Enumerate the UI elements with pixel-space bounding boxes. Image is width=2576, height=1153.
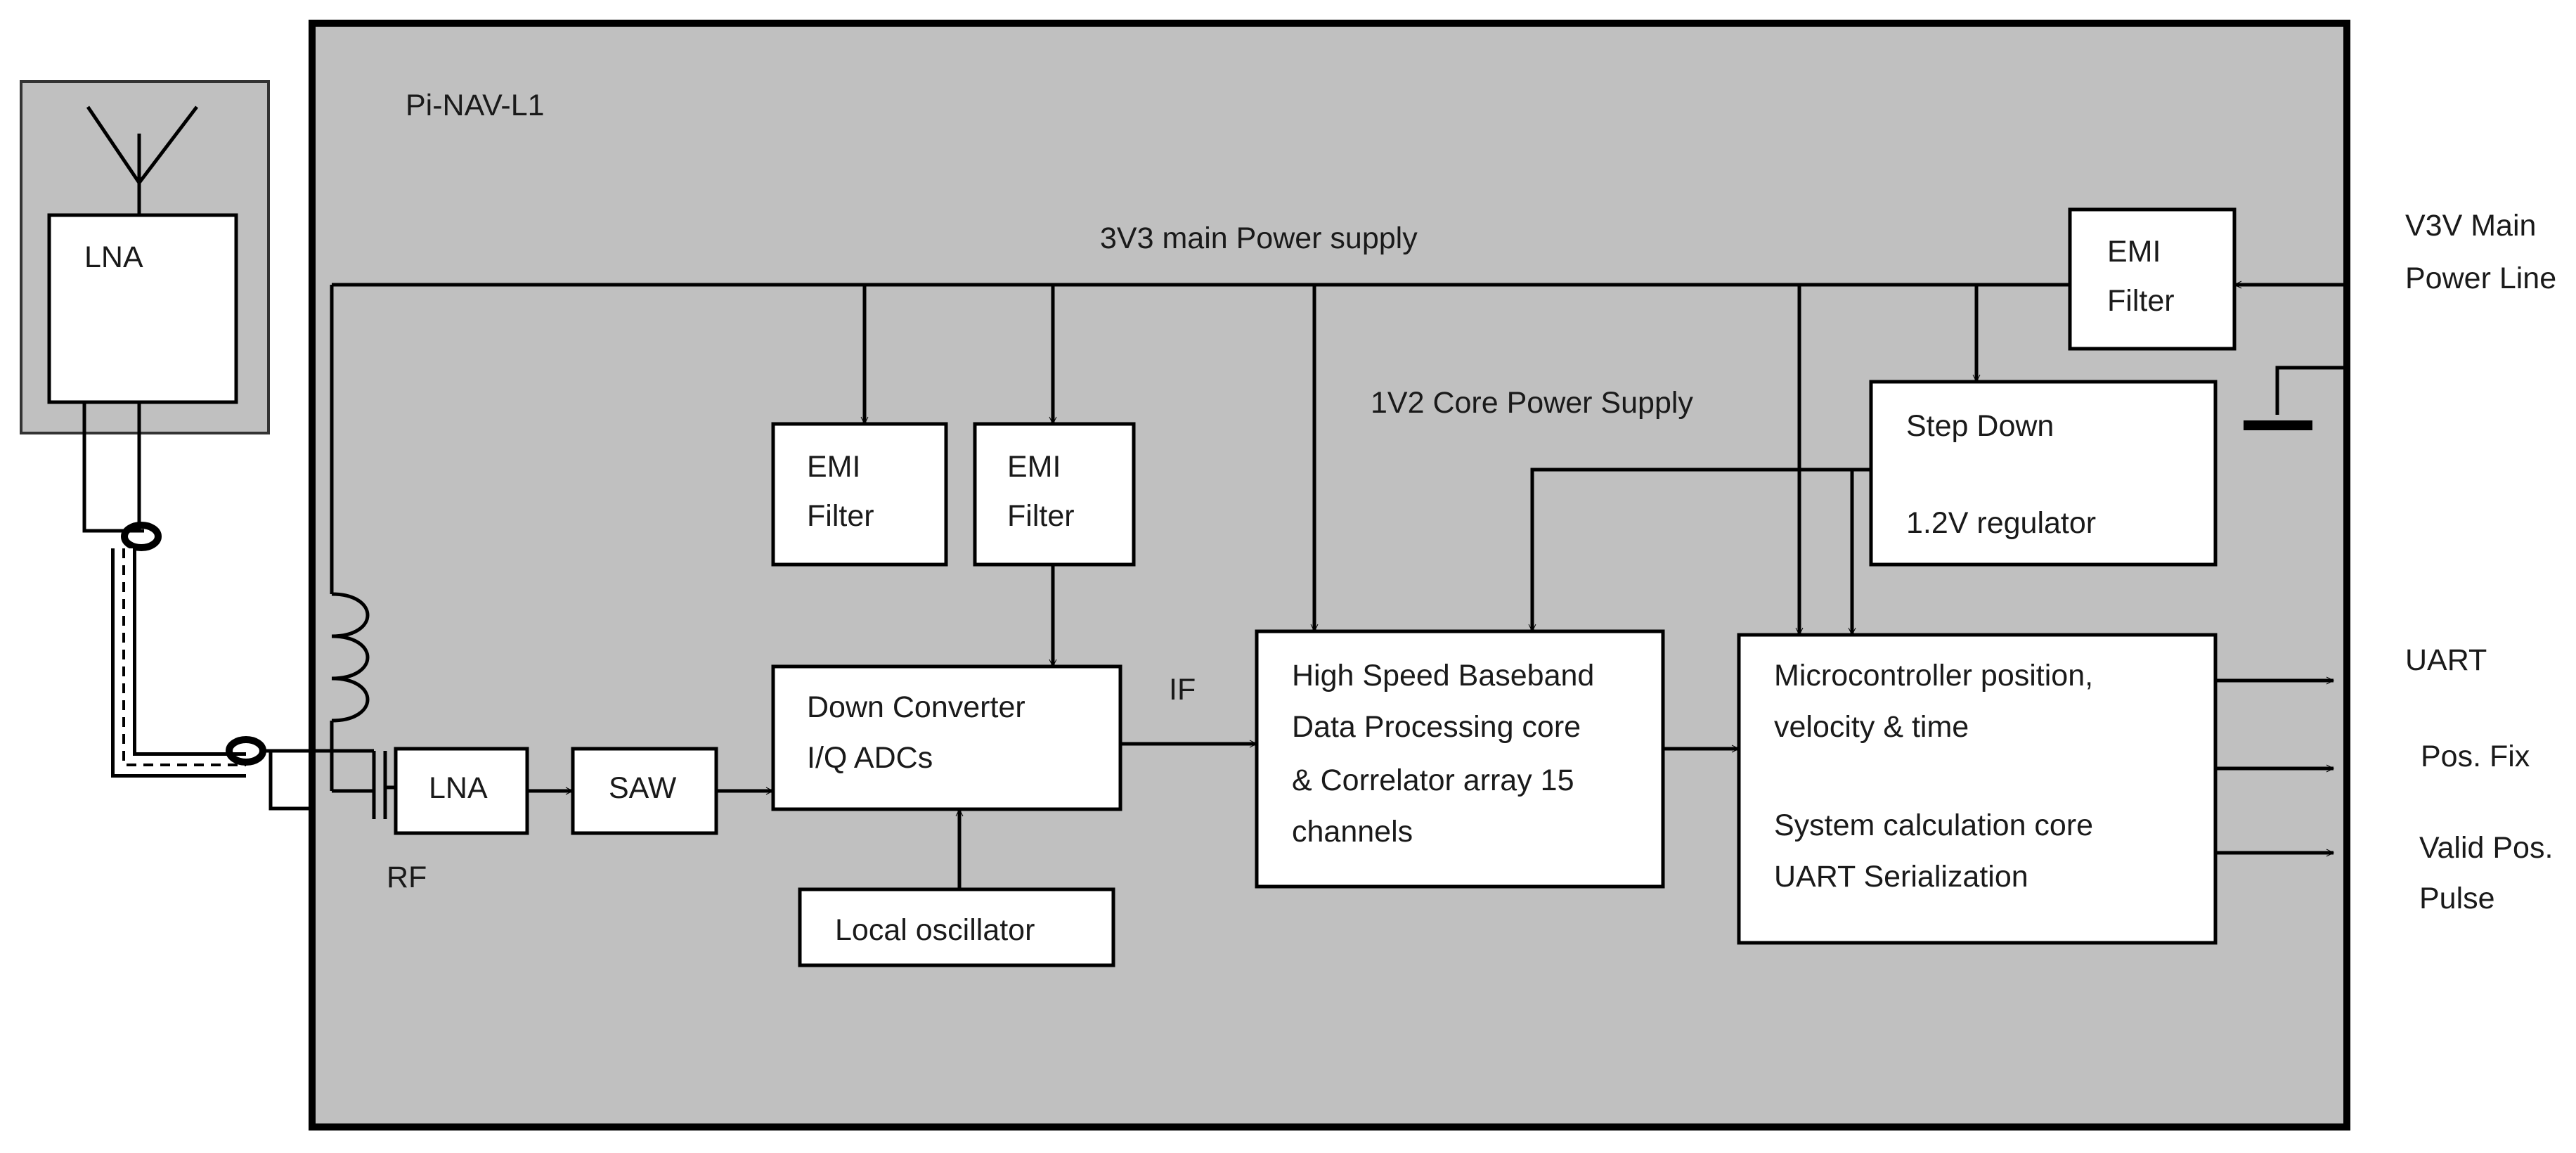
antenna-lna-label: LNA [84, 240, 143, 274]
rf-label: RF [387, 861, 427, 894]
main-rail-label: 3V3 main Power supply [1100, 221, 1418, 255]
local-oscillator-block [798, 887, 1115, 967]
emi-filter-input-line2: Filter [2107, 284, 2175, 318]
inductor-icon [331, 592, 370, 723]
antenna-lna-box [47, 213, 238, 404]
emi-filter-1-line1: EMI [807, 450, 860, 484]
microcontroller-line2: velocity & time [1774, 710, 1969, 744]
baseband-line4: channels [1292, 815, 1413, 849]
down-converter-block [771, 664, 1122, 811]
step-down-line2: 1.2V regulator [1906, 506, 2096, 540]
emi-filter-2 [973, 422, 1136, 567]
step-down-line1: Step Down [1906, 409, 2054, 443]
coax-cable [111, 548, 246, 778]
ground-icon [2244, 366, 2347, 430]
emi-filter-input [2068, 207, 2237, 351]
output-valid-line2: Pulse [2419, 882, 2495, 915]
cable-connector-bottom [226, 736, 266, 766]
microcontroller-line3: System calculation core [1774, 809, 2093, 842]
core-rail-label: 1V2 Core Power Supply [1371, 386, 1693, 420]
baseband-block [1255, 629, 1665, 889]
rf-bias-path: RF [263, 285, 427, 894]
baseband-line2: Data Processing core [1292, 710, 1581, 744]
antenna-cable [82, 402, 309, 811]
microcontroller-block [1737, 633, 2218, 945]
module-name: Pi-NAV-L1 [406, 89, 545, 122]
microcontroller-line4: UART Serialization [1774, 860, 2028, 894]
microcontroller-line1: Microcontroller position, [1774, 659, 2093, 693]
baseband-line3: & Correlator array 15 [1292, 764, 1574, 797]
antenna-unit: LNA [20, 80, 270, 434]
power-input-line1: V3V Main [2405, 209, 2536, 243]
lna-label: LNA [429, 771, 488, 805]
cable-connector-top [121, 522, 162, 551]
down-converter-line2: I/Q ADCs [807, 741, 933, 775]
antenna-icon [86, 105, 198, 215]
down-converter-line1: Down Converter [807, 690, 1025, 724]
output-valid-line1: Valid Pos. [2419, 831, 2553, 865]
emi-filter-input-line1: EMI [2107, 235, 2161, 269]
emi-filter-1 [771, 422, 948, 567]
lna-block [394, 747, 529, 835]
output-uart-label: UART [2405, 643, 2487, 677]
emi-filter-1-line2: Filter [807, 499, 874, 533]
baseband-line1: High Speed Baseband [1292, 659, 1594, 693]
output-pos-fix-label: Pos. Fix [2421, 740, 2530, 773]
capacitor-icon [372, 751, 387, 819]
saw-label: SAW [609, 771, 677, 805]
emi-filter-2-line1: EMI [1007, 450, 1061, 484]
step-down-regulator-block [1869, 380, 2218, 567]
if-label: IF [1169, 673, 1196, 707]
local-oscillator-label: Local oscillator [835, 913, 1035, 947]
power-input-line2: Power Line [2405, 262, 2556, 295]
emi-filter-2-line2: Filter [1007, 499, 1075, 533]
module-enclosure [309, 20, 2350, 1131]
